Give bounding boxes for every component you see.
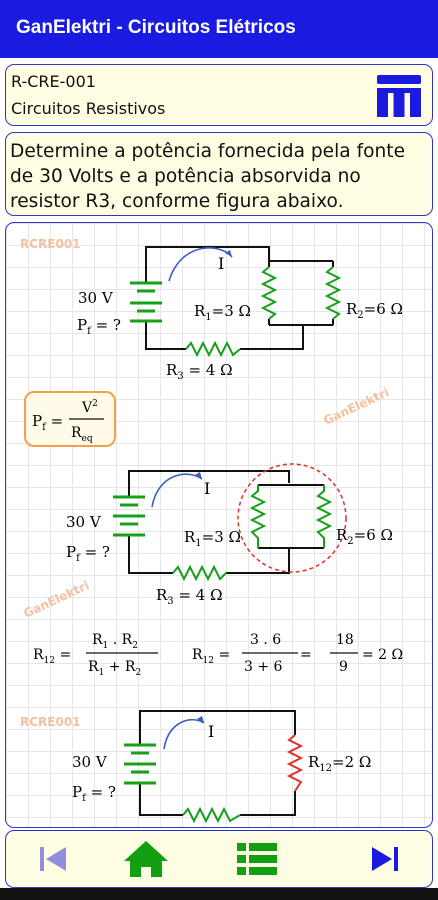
resistor-r2-b — [315, 485, 333, 548]
battery-3 — [124, 743, 156, 785]
svg-text:3 . 6: 3 . 6 — [250, 632, 281, 648]
svg-text:Pf = ?: Pf = ? — [66, 543, 110, 564]
exercise-header: R-CRE-001 Circuitos Resistivos — [5, 64, 433, 126]
resistor-r1-b — [249, 485, 267, 548]
exercise-code: R-CRE-001 — [11, 72, 96, 91]
current-arrow-2 — [151, 473, 203, 508]
svg-text:V2: V2 — [81, 399, 98, 416]
first-page-icon[interactable] — [32, 839, 76, 879]
equivalent-resistance-calc: R12 = 3 . 6 3 + 6 = 18 9 = 2 Ω — [192, 632, 403, 675]
app-title: GanElektri - Circuitos Elétricos — [16, 17, 296, 38]
watermark-brand-1: GanElektri — [321, 385, 391, 428]
svg-text:I: I — [218, 254, 224, 273]
svg-text:9: 9 — [339, 659, 348, 675]
resistor-r2 — [324, 266, 342, 320]
circuit-figure: RCRE001 GanElektri GanElektri RCRE001 I … — [5, 222, 433, 828]
svg-text:R1=3 Ω: R1=3 Ω — [184, 528, 241, 549]
exercise-subtitle: Circuitos Resistivos — [11, 99, 166, 118]
svg-text:R1 . R2: R1 . R2 — [92, 632, 138, 651]
parallel-highlight — [237, 463, 347, 573]
svg-text:18: 18 — [336, 632, 354, 648]
resistor-r3 — [185, 340, 241, 358]
resistor-r3-b — [172, 564, 227, 582]
watermark-code-1: RCRE001 — [20, 237, 81, 251]
power-formula: Pf = V2 Req — [24, 391, 116, 447]
svg-text:=: = — [300, 647, 312, 663]
circuit-drawings: RCRE001 GanElektri GanElektri RCRE001 I … — [20, 237, 403, 824]
bottom-nav — [5, 830, 433, 888]
circuit-2: I 30 V Pf = ? R1=3 Ω R2=6 Ω R3 = 4 Ω — [66, 463, 393, 607]
circuit-1: I 30 V Pf = ? R1=3 Ω R2=6 Ω R3 = 4 Ω — [77, 246, 403, 382]
equivalent-resistance-formula: R12 = R1 . R2 R1 + R2 — [33, 632, 158, 678]
svg-text:R12 =: R12 = — [192, 647, 230, 666]
svg-text:I: I — [208, 722, 214, 741]
question-card: Determine a potência fornecida pela font… — [5, 132, 433, 216]
home-icon[interactable] — [122, 839, 170, 879]
question-text: Determine a potência fornecida pela font… — [10, 141, 406, 212]
svg-text:= 2 Ω: = 2 Ω — [362, 647, 403, 663]
svg-text:I: I — [204, 479, 210, 498]
resistor-r3-c — [182, 806, 241, 824]
list-icon[interactable] — [235, 839, 279, 879]
resistor-r12 — [286, 734, 304, 792]
circuit-3: I 30 V Pf = ? R12=2 Ω — [72, 710, 371, 824]
battery-2 — [113, 495, 145, 537]
svg-text:R2=6 Ω: R2=6 Ω — [346, 300, 403, 321]
svg-text:Pf = ?: Pf = ? — [77, 316, 121, 337]
system-nav-strip — [0, 888, 438, 900]
watermark-brand-2: GanElektri — [21, 578, 91, 621]
svg-text:Req: Req — [71, 425, 93, 444]
svg-text:3 + 6: 3 + 6 — [244, 659, 283, 675]
svg-text:Pf = ?: Pf = ? — [72, 783, 116, 804]
app-bar: GanElektri - Circuitos Elétricos — [0, 0, 438, 58]
svg-text:R2=6 Ω: R2=6 Ω — [336, 526, 393, 547]
svg-text:R1 + R2: R1 + R2 — [88, 659, 141, 678]
svg-text:R3 = 4 Ω: R3 = 4 Ω — [156, 586, 223, 607]
current-arrow-3 — [163, 719, 205, 750]
svg-text:R3 = 4 Ω: R3 = 4 Ω — [166, 361, 233, 382]
svg-text:30 V: 30 V — [78, 289, 114, 307]
svg-text:30 V: 30 V — [66, 513, 102, 531]
svg-text:R1=3 Ω: R1=3 Ω — [194, 302, 251, 323]
resistor-r1 — [260, 266, 278, 320]
svg-text:Pf =: Pf = — [32, 412, 63, 433]
svg-text:R12=2 Ω: R12=2 Ω — [308, 753, 371, 774]
watermark-code-2: RCRE001 — [20, 715, 81, 729]
battery-1 — [130, 281, 162, 323]
svg-text:R12 =: R12 = — [33, 647, 71, 666]
table-menu-icon[interactable] — [377, 75, 421, 117]
svg-text:30 V: 30 V — [72, 753, 108, 771]
last-page-icon[interactable] — [364, 839, 408, 879]
